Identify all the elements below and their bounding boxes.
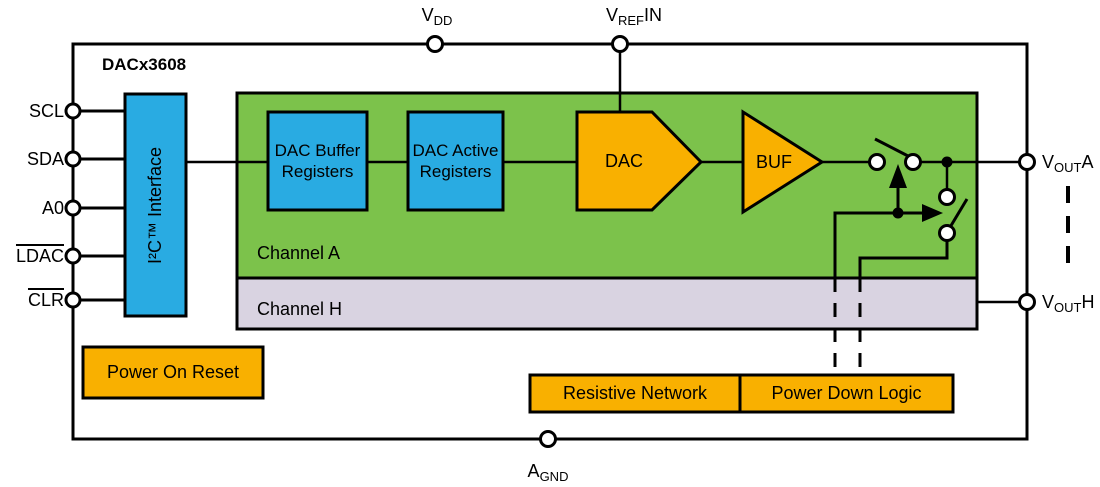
device-title: DACx3608 — [102, 55, 187, 74]
resistive-network-block — [528, 373, 742, 414]
vdd-label: VDD — [421, 5, 453, 28]
pin-label-ldac: LDAC — [15, 246, 64, 266]
vouta-label: VOUTA — [1042, 152, 1094, 175]
pin-label-scl: SCL — [28, 101, 64, 121]
buf-amplifier — [741, 109, 825, 215]
switch1-blade — [874, 137, 911, 159]
vref-terminal — [611, 35, 629, 53]
i2c-interface-block — [123, 92, 188, 318]
agnd-terminal — [539, 430, 557, 448]
switch2-control-arrowhead — [922, 204, 943, 222]
ldac-terminal — [64, 247, 82, 265]
buf-label: BUF — [756, 151, 792, 172]
switch2-contact-top — [938, 188, 956, 206]
dac-buffer-registers-label: DAC Buffer Registers — [274, 141, 361, 181]
pin-label-clr: CLR — [27, 290, 64, 310]
pin-label-a0: A0 — [41, 198, 64, 218]
dac-buffer-registers-block — [266, 110, 369, 212]
dac-label: DAC — [604, 150, 643, 171]
scl-terminal — [64, 102, 82, 120]
vouta-terminal — [1018, 153, 1036, 171]
dac-active-registers-label: DAC Active Registers — [412, 141, 499, 181]
power-down-logic-label: Power Down Logic — [771, 383, 922, 403]
resistive-network-label: Resistive Network — [562, 383, 708, 403]
wires — [71, 42, 1070, 441]
clr-terminal — [64, 291, 82, 309]
vouth-terminal — [1018, 293, 1036, 311]
power-on-reset-block — [81, 345, 265, 400]
dac-block — [575, 110, 704, 212]
pin-label-sda: SDA — [26, 149, 64, 169]
switch1-contact-right — [904, 153, 922, 171]
agnd-label: AGND — [527, 461, 569, 484]
switch2-contact-bottom — [938, 224, 956, 242]
channel-h-label: Channel H — [257, 299, 343, 319]
power-down-logic-block — [738, 373, 955, 414]
pulldown-wire — [858, 233, 949, 278]
dac-active-registers-block — [406, 110, 505, 212]
switch2-blade — [947, 198, 969, 230]
block-shapes — [81, 92, 955, 414]
vdd-terminal — [426, 35, 444, 53]
switch1-contact-left — [868, 153, 886, 171]
junction-dot-control — [892, 207, 904, 219]
vouth-label: VOUTH — [1042, 292, 1095, 315]
i2c-interface-label: I²C™ Interface — [145, 146, 166, 264]
vref-label: VREFIN — [605, 5, 662, 28]
channel-h-region — [235, 276, 979, 331]
channel-a-label: Channel A — [257, 243, 341, 263]
sda-terminal — [64, 150, 82, 168]
switches-and-nodes — [64, 35, 1036, 448]
switch1-control-arrowhead — [889, 164, 907, 188]
a0-terminal — [64, 199, 82, 217]
power-on-reset-label: Power On Reset — [106, 362, 240, 382]
junction-dot-output — [941, 156, 953, 168]
